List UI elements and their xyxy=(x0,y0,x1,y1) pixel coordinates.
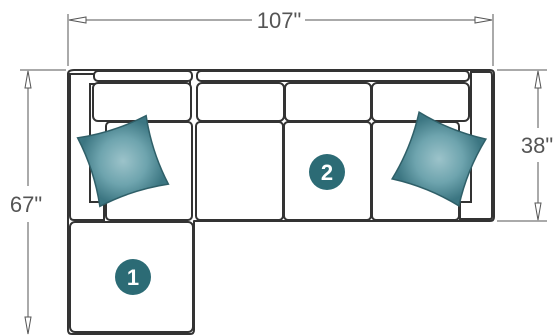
chaise-back-rail xyxy=(93,70,193,82)
total-depth-label: 67" xyxy=(10,192,42,217)
section-badge-1-circle xyxy=(115,259,151,295)
left-pillow xyxy=(76,114,170,208)
section-badge-2-label: 2 xyxy=(321,160,333,185)
section-badge-1: 1 xyxy=(115,259,151,295)
section-badge-2-circle xyxy=(309,154,345,190)
seat-cushion-1 xyxy=(195,121,284,221)
back-depth-label: 38" xyxy=(521,133,553,158)
width-right-arrow-icon xyxy=(474,16,493,24)
chaise-arm xyxy=(69,73,191,221)
chaise-back-cushion xyxy=(92,82,192,122)
left-pillow-shape xyxy=(76,114,170,208)
total-depth-top-arrow-icon xyxy=(24,70,32,89)
back-depth-top-arrow-icon xyxy=(534,70,542,89)
right-pillow xyxy=(390,110,488,208)
back-depth-bottom-arrow-icon xyxy=(534,202,542,221)
sofa-back-rail xyxy=(196,70,470,82)
section-badge-2: 2 xyxy=(309,154,345,190)
back-cushion-1 xyxy=(196,82,285,122)
width-dimension-label: 107" xyxy=(257,8,302,33)
width-left-arrow-icon xyxy=(68,16,87,24)
back-cushion-2 xyxy=(284,82,372,122)
sofa-outline xyxy=(67,69,495,335)
width-dimension: 107" xyxy=(67,8,494,66)
section-badge-1-label: 1 xyxy=(127,265,139,290)
total-depth-dimension: 67" xyxy=(10,69,66,335)
right-pillow-shape xyxy=(390,110,488,208)
back-depth-dimension: 38" xyxy=(497,69,553,222)
total-depth-bottom-arrow-icon xyxy=(24,316,32,335)
